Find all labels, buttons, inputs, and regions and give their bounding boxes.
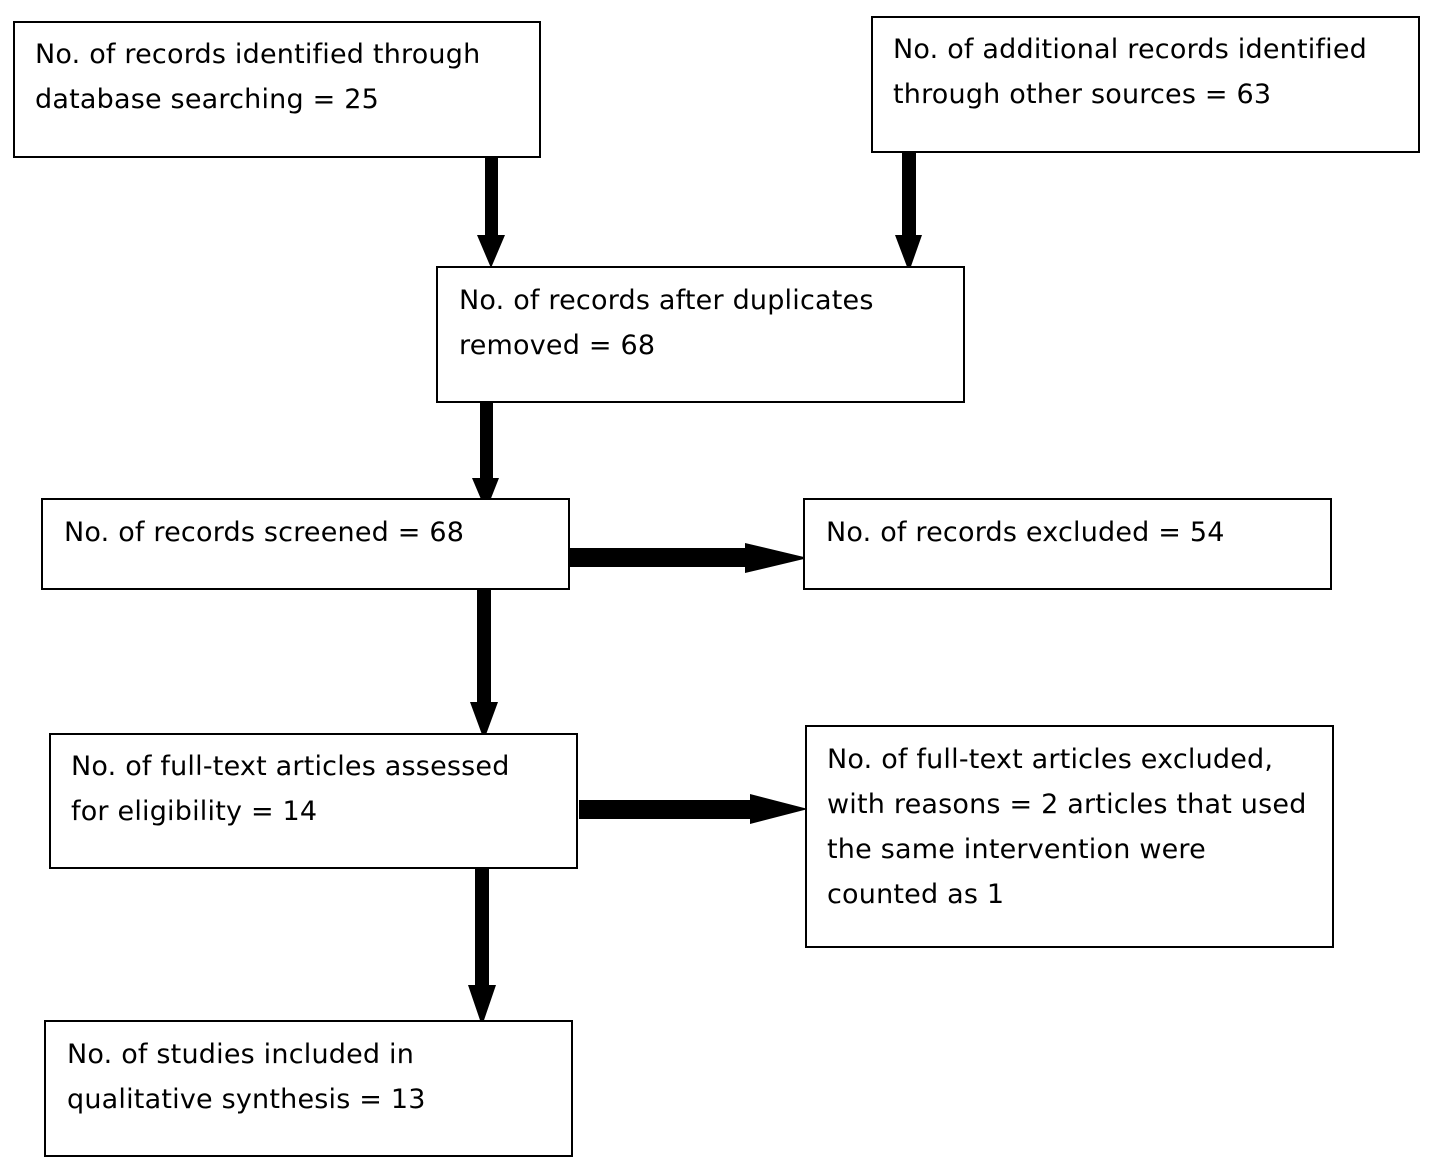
arrow-db-to-duplicates	[477, 153, 505, 268]
identified-db-box	[13, 21, 541, 158]
text-line: with reasons = 2 articles that used	[827, 789, 1307, 820]
text-line: for eligibility = 14	[71, 796, 318, 827]
arrow-fulltext-to-included	[468, 868, 496, 1026]
excluded-text: No. of records excluded = 54	[826, 510, 1225, 555]
text-line: qualitative synthesis = 13	[67, 1084, 426, 1115]
fulltext-assessed-text: No. of full-text articles assessed for e…	[71, 744, 510, 834]
fulltext-assessed-box	[49, 733, 578, 869]
text-line: database searching = 25	[35, 84, 379, 115]
after-duplicates-box	[436, 266, 965, 403]
screened-box	[41, 498, 570, 590]
text-line: removed = 68	[459, 330, 656, 361]
text-line: counted as 1	[827, 879, 1005, 910]
included-box	[44, 1020, 573, 1157]
arrow-duplicates-to-screened	[472, 396, 499, 511]
excluded-box	[803, 498, 1332, 590]
arrow-screened-to-excluded	[570, 543, 808, 573]
fulltext-excluded-text: No. of full-text articles excluded, with…	[827, 737, 1307, 917]
text-line: No. of full-text articles assessed	[71, 751, 510, 782]
arrow-screened-to-fulltext	[470, 590, 498, 740]
arrow-fulltext-to-excluded	[579, 794, 808, 824]
text-line: No. of full-text articles excluded,	[827, 744, 1274, 775]
included-text: No. of studies included in qualitative s…	[67, 1032, 426, 1122]
text-line: No. of records after duplicates	[459, 285, 874, 316]
after-duplicates-text: No. of records after duplicates removed …	[459, 278, 874, 368]
arrow-other-to-duplicates	[895, 150, 922, 272]
text-line: No. of records screened = 68	[64, 517, 465, 548]
screened-text: No. of records screened = 68	[64, 510, 464, 555]
fulltext-excluded-box	[805, 725, 1334, 948]
text-line: No. of studies included in	[67, 1039, 415, 1070]
text-line: through other sources = 63	[893, 79, 1272, 110]
identified-db-text: No. of records identified through databa…	[35, 32, 480, 122]
text-line: No. of additional records identified	[893, 34, 1367, 65]
identified-other-box	[871, 16, 1420, 153]
text-line: No. of records identified through	[35, 39, 481, 70]
text-line: No. of records excluded = 54	[826, 517, 1225, 548]
text-line: the same intervention were	[827, 834, 1206, 865]
identified-other-text: No. of additional records identified thr…	[893, 27, 1367, 117]
